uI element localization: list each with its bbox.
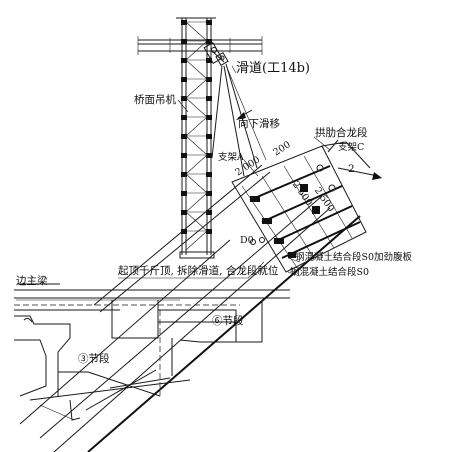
jack-note-label: 起顶千斤顶, 拆除滑道, 合龙段就位	[118, 265, 279, 277]
tower-node	[181, 229, 187, 234]
support-c-label: 支架C	[338, 142, 365, 153]
slide-down-label: 向下滑移	[238, 118, 280, 130]
segment-6-box	[111, 300, 263, 396]
tower-node	[181, 96, 187, 101]
slide-arrow	[236, 109, 253, 120]
arch-rib-closure-label: 拱肋合龙段	[315, 127, 368, 139]
section-s0-label: 钢混凝土结合段S0	[290, 267, 370, 278]
tower-node	[181, 58, 187, 63]
tower-node	[181, 77, 187, 82]
section-s0-web-label: 钢混凝土结合段S0加劲腹板	[295, 252, 413, 263]
segment-3-body	[14, 315, 201, 421]
deck-crane-tower	[176, 17, 216, 255]
side-main-beam-label: 边主梁	[16, 275, 48, 287]
segment-6-label: ⑥节段	[212, 315, 244, 327]
leader-lines	[118, 65, 331, 279]
side-main-beam	[14, 283, 290, 311]
tower-node	[181, 172, 187, 177]
tower-node	[181, 115, 187, 120]
tower-node	[206, 229, 212, 234]
closure-segment-frame	[231, 139, 371, 273]
tower-node	[181, 39, 187, 44]
tower-node	[206, 39, 212, 44]
tower-node	[206, 172, 212, 177]
slide-track-label: 滑道(工14b)	[236, 61, 311, 76]
tower-node	[206, 191, 212, 196]
mark-2-label: 2	[348, 163, 355, 175]
top-girder	[137, 36, 263, 55]
tower-node	[181, 20, 187, 25]
tower-node	[181, 191, 187, 196]
tower-node	[206, 134, 212, 139]
support-a-label: 支架A	[218, 152, 244, 163]
tower-base-plates	[179, 251, 215, 259]
section-mark-2	[337, 167, 382, 180]
tower-node	[181, 134, 187, 139]
segment-3-label: ③节段	[78, 353, 110, 365]
tower-node	[206, 77, 212, 82]
tower-node	[206, 96, 212, 101]
tower-node	[206, 153, 212, 158]
deck-crane-label: 桥面吊机	[134, 94, 176, 106]
crane-hanger	[203, 42, 267, 177]
d0-point	[250, 237, 265, 245]
tower-node	[181, 210, 187, 215]
arch-rib	[19, 164, 361, 452]
tower-node	[206, 210, 212, 215]
tower-node	[206, 115, 212, 120]
tower-node	[181, 153, 187, 158]
d0-label: D0	[240, 235, 254, 246]
tower-node	[206, 20, 212, 25]
tower-node	[206, 58, 212, 63]
